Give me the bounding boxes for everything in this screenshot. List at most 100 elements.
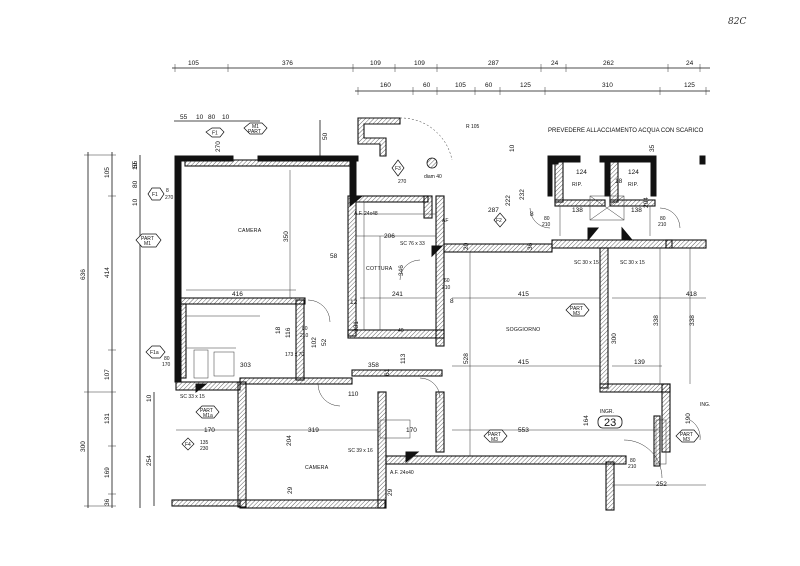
dim-8a: 8 [450,298,454,305]
dim-12: 12 [350,299,358,306]
dim-10: 10 [509,144,516,152]
note-ingr-num: 23 [604,417,616,429]
dim-left-36: 36 [104,498,111,506]
tag-f1a: F1a [145,345,166,359]
interior-dimensions: 416 350 58 206 346 241 12 331 40 415 415… [204,144,697,496]
door-80-210-b: 80 [544,216,550,222]
dim-80: 80 [208,114,216,121]
room-soggiorno: SOGGIORNO [506,327,540,333]
dim-40: 40 [398,328,404,334]
svg-text:PART: PART [248,129,261,135]
dim-58: 58 [330,253,338,260]
dim-319: 319 [308,427,319,434]
dim-300b: 300 [611,333,618,344]
note-173x70: 173 x 70 [285,352,304,358]
small-top-dims: 55 10 80 10 50 [174,114,329,158]
svg-text:M1: M1 [144,241,151,247]
dim-416: 416 [232,291,243,298]
door-f4-w: 135 [200,440,209,446]
svg-text:270: 270 [215,141,222,152]
dim-358: 358 [368,362,379,369]
dim-top-109a: 109 [370,60,381,67]
dim-36: 36 [527,242,534,250]
svg-text:8: 8 [166,188,169,194]
dim-113: 113 [400,353,407,364]
svg-text:PART: PART [680,432,693,438]
top-dimension-row-2: 160 60 105 60 125 310 125 [355,82,710,95]
note-sc-30x15-a: SC 30 x 15 [574,260,599,266]
dim-204b: 204 [643,197,650,208]
door-80-210-a: 80 [302,326,308,332]
dim-top2-125b: 125 [684,82,695,89]
dim-338b: 338 [689,315,696,326]
dim-left-10a: 10 [132,162,139,170]
note-sc-33x15: SC 33 x 15 [180,394,205,400]
dim-left-10c: 10 [146,394,153,402]
dim-138b: 138 [631,207,642,214]
svg-text:F1: F1 [152,192,158,198]
svg-text:F1: F1 [212,131,218,137]
dim-124a: 124 [576,169,587,176]
door-60-210-h: 210 [442,285,451,291]
tag-f1-top: F1 270 [205,127,225,152]
svg-text:M3: M3 [683,437,690,443]
note-diam: diam 40 [424,174,442,180]
door-swings [307,117,701,479]
dim-top2-60b: 60 [485,82,493,89]
room-cottura: COTTURA [366,266,393,272]
door-f1a-w: 80 [164,356,170,362]
dim-left-254: 254 [146,455,153,466]
tag-part-m3a: PART M3 [565,303,590,317]
svg-text:M1a: M1a [203,413,213,419]
dim-top2-125a: 125 [520,82,531,89]
svg-text:M1: M1 [252,124,259,130]
dim-232: 232 [519,189,526,200]
dim-10b: 10 [222,114,230,121]
dim-553: 553 [518,427,529,434]
door-60-210-w: 60 [444,278,450,284]
door-dimensions: 80 210 60 210 80 210 80 210 80 170 135 2… [162,179,667,470]
door-f3-h: 270 [398,179,407,185]
dim-top-376: 376 [282,60,293,67]
dim-top2-310: 310 [602,82,613,89]
note-ing-right: ING. [700,402,710,408]
tag-f4: F4 [181,437,195,451]
fixtures [186,157,667,465]
dim-222: 222 [505,195,512,206]
dim-left-414: 414 [104,267,111,278]
note-af-right: AF [442,218,448,224]
dim-252: 252 [656,481,667,488]
tag-part-m1: PART M1 [135,233,162,248]
note-af-top: A.F. 24x48 [354,211,378,217]
dim-left-10b: 10 [132,198,139,206]
room-rip-right: RIP. [628,182,638,188]
door-80-210-a-h: 210 [300,333,309,339]
dim-241: 241 [392,291,403,298]
dim-55: 55 [180,114,188,121]
dim-415a: 415 [518,291,529,298]
room-camera-top: CAMERA [238,228,262,234]
dim-20: 20 [463,242,470,250]
dim-206: 206 [384,233,395,240]
door-f4-h: 230 [200,446,209,452]
room-rip-left: RIP. [572,182,582,188]
dim-204: 204 [286,435,293,446]
dim-102: 102 [311,337,318,348]
dim-left-300: 300 [80,441,87,452]
dim-338a: 338 [653,315,660,326]
dim-170a: 170 [204,427,215,434]
dim-top-262: 262 [603,60,614,67]
door-80-210-d-h: 210 [628,464,637,470]
dim-415b: 415 [518,359,529,366]
dim-10a: 10 [196,114,204,121]
walls [171,117,707,511]
f1-left-sub: 270 [165,195,174,201]
tag-f3: F3 [391,159,405,177]
door-80-210-d: 80 [630,458,636,464]
svg-text:F1a: F1a [150,350,159,356]
tag-part-m3b: PART M3 [483,429,508,443]
dim-110: 110 [348,391,359,398]
dim-left-636: 636 [80,269,87,280]
door-f1a-h: 170 [162,362,171,368]
